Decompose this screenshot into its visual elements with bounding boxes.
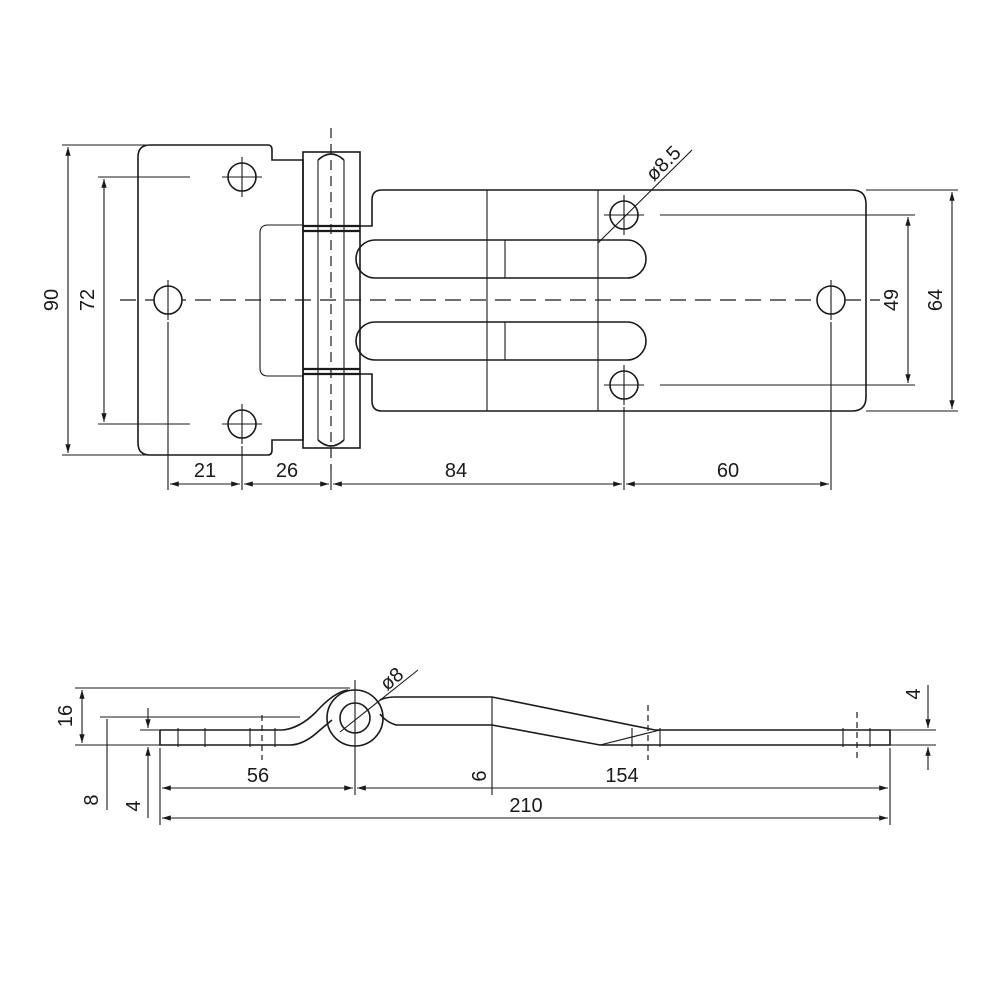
dim-text-6: 6 [469, 770, 491, 781]
side-right-leaf [379, 696, 891, 746]
knuckle-top-cap [317, 153, 345, 161]
dim-text-72: 72 [77, 289, 99, 311]
dim-text-4-right: 4 [903, 688, 925, 699]
dim-text-154: 154 [605, 765, 638, 787]
slot-upper [355, 239, 647, 279]
slot-lower [355, 321, 647, 361]
dim-text-26: 26 [276, 460, 298, 482]
dim-text-84: 84 [445, 460, 467, 482]
knuckle-bottom-cap [317, 439, 345, 447]
dim-text-16: 16 [55, 705, 77, 727]
dim-text-90: 90 [41, 289, 63, 311]
dim-text-56: 56 [247, 765, 269, 787]
top-view: 90 72 49 64 21 26 84 60 ø8.5 [41, 128, 958, 490]
dim-text-60: 60 [717, 460, 739, 482]
hole-left-bottom [222, 404, 262, 444]
dim-text-diameter-8: ø8 [376, 663, 408, 695]
hole-leaf-right [816, 280, 846, 320]
side-view: 16 8 4 4 56 154 210 6 ø8 [55, 663, 936, 825]
dim-text-64: 64 [925, 289, 947, 311]
diameter-leader-8 [339, 669, 419, 733]
hole-leaf-bottom [604, 365, 644, 405]
left-mounting-plate [137, 144, 304, 456]
dim-text-4-left: 4 [123, 800, 145, 811]
dim-text-diameter-8-5: ø8.5 [642, 142, 686, 186]
dim-text-210: 210 [509, 795, 542, 817]
dim-text-49: 49 [881, 289, 903, 311]
right-leaf-plate [360, 189, 867, 412]
hole-left-top [222, 157, 262, 197]
hole-leaf-top [604, 195, 644, 235]
side-left-plate [159, 689, 349, 746]
dim-text-8: 8 [81, 794, 103, 805]
hole-left-middle [153, 280, 183, 320]
dim-text-21: 21 [194, 460, 216, 482]
diameter-leader-8-5 [597, 149, 693, 244]
